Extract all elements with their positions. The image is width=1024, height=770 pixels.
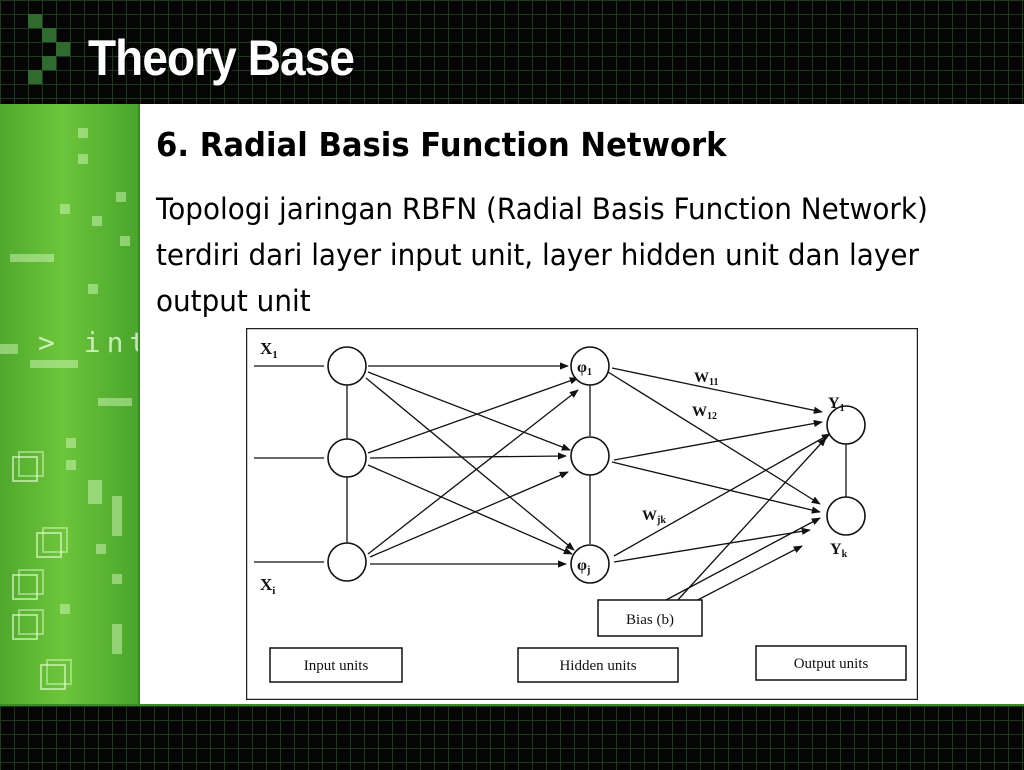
decor-square <box>78 128 88 138</box>
hidden-node <box>570 346 610 386</box>
bias-box <box>597 599 703 637</box>
input-node <box>327 542 367 582</box>
weight-label-wjk: Wjk <box>642 508 666 526</box>
cube-icon <box>36 527 68 558</box>
output-label-y1: Y1 <box>828 395 845 414</box>
decor-square <box>112 496 122 536</box>
cube-icon <box>12 609 44 640</box>
decor-square <box>88 284 98 294</box>
decor-square <box>120 236 130 246</box>
decor-square <box>66 438 76 448</box>
legend-box-input <box>269 647 403 683</box>
decor-square <box>42 56 56 70</box>
decor-square <box>0 344 18 354</box>
bias-label: Bias (b) <box>626 612 674 628</box>
diagram-labels: X1 Xi φ1 φj Y1 Yk W11 W12 Wjk <box>260 339 848 597</box>
weight-label-w11: W11 <box>694 370 718 388</box>
connection-arrows <box>365 362 831 607</box>
decor-square <box>28 70 42 84</box>
decor-square <box>10 254 54 262</box>
legend-box-hidden <box>517 647 679 683</box>
hidden-node <box>570 436 610 476</box>
rbfn-diagram-svg: X1 Xi φ1 φj Y1 Yk W11 W12 Wjk Bias (b) I… <box>245 327 919 701</box>
output-node <box>826 405 866 445</box>
legend-hidden-units: Hidden units <box>559 658 636 674</box>
output-node <box>826 496 866 536</box>
input-label-xi: Xi <box>260 575 275 597</box>
header-bar: Theory Base <box>0 0 1024 104</box>
decor-square <box>88 480 102 504</box>
decor-square <box>60 204 70 214</box>
hidden-label-phi1: φ1 <box>577 359 592 378</box>
decor-square <box>30 360 78 368</box>
cube-icon <box>12 451 44 482</box>
decor-square <box>96 544 106 554</box>
input-label-x1: X1 <box>260 339 278 361</box>
decorative-side-panel <box>0 104 138 704</box>
decor-square <box>78 154 88 164</box>
legend-box-output <box>755 645 907 681</box>
decor-square <box>60 604 70 614</box>
section-heading: 6. Radial Basis Function Network <box>156 125 727 164</box>
decor-square <box>98 398 132 406</box>
hidden-label-phij: φj <box>577 557 590 576</box>
decor-square <box>116 192 126 202</box>
cube-icon <box>40 659 72 690</box>
input-node <box>327 346 367 386</box>
network-nodes <box>327 346 866 584</box>
decor-square <box>92 216 102 226</box>
decor-square <box>56 42 70 56</box>
decor-square <box>28 14 42 28</box>
diagram-frame <box>245 327 919 701</box>
legend-input-units: Input units <box>304 658 369 674</box>
decor-square <box>66 460 76 470</box>
hidden-node <box>570 544 610 584</box>
rbfn-diagram: X1 Xi φ1 φj Y1 Yk W11 W12 Wjk Bias (b) I… <box>245 327 919 701</box>
input-lines <box>254 365 847 563</box>
body-paragraph: Topologi jaringan RBFN (Radial Basis Fun… <box>156 192 928 318</box>
footer-bar <box>0 704 1024 770</box>
decor-square <box>112 574 122 584</box>
decor-square <box>112 624 122 654</box>
slide-title: Theory Base <box>88 30 355 86</box>
background-code-text: > int <box>38 326 153 359</box>
cube-icon <box>12 569 44 600</box>
legend-output-units: Output units <box>794 656 869 672</box>
output-label-yk: Yk <box>830 541 848 560</box>
weight-label-w12: W12 <box>692 404 717 422</box>
input-node <box>327 438 367 478</box>
decor-square <box>42 28 56 42</box>
